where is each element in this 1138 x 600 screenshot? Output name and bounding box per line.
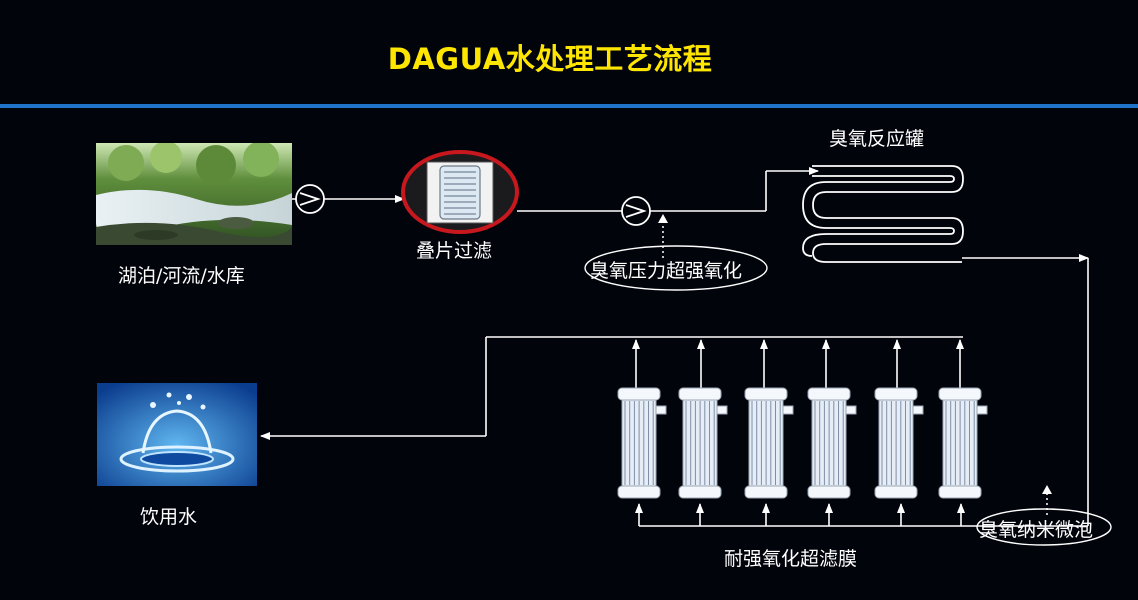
membrane-module-icon <box>744 387 794 499</box>
membrane-module-icon <box>874 387 924 499</box>
pump-icon <box>621 196 651 226</box>
ozone-nano-label: 臭氧纳米微泡 <box>979 519 1094 541</box>
nano-bubble-arrow <box>1042 485 1052 515</box>
pipe-tank-to-membranes <box>639 254 1089 527</box>
page-title: DAGUA水处理工艺流程 <box>387 42 713 76</box>
ozone-tank-label: 臭氧反应罐 <box>829 128 925 150</box>
ozone-injection-arrow <box>658 214 668 258</box>
river-photo <box>96 143 292 245</box>
filter-label: 叠片过滤 <box>416 240 493 262</box>
membrane-module-icon <box>938 387 988 499</box>
membrane-module-icon <box>807 387 857 499</box>
membrane-module-icon <box>678 387 728 499</box>
source-label: 湖泊/河流/水库 <box>118 265 245 287</box>
membrane-module-icon <box>617 387 667 499</box>
serpentine-tank-icon <box>802 165 964 263</box>
water-splash-photo <box>97 383 257 486</box>
pipe-filter-to-tank <box>517 167 819 212</box>
title-divider <box>0 104 1138 108</box>
output-label: 饮用水 <box>140 506 198 528</box>
pump-icon <box>295 184 325 214</box>
pipe-membranes-to-output <box>260 336 963 440</box>
membrane-output-arrows <box>632 339 964 388</box>
membrane-feed-arrows <box>635 503 965 526</box>
filter-cartridge-icon <box>401 150 519 234</box>
membrane-label: 耐强氧化超滤膜 <box>724 548 858 570</box>
ozone-nano-oval <box>976 508 1112 546</box>
ozone-pressure-oval <box>584 245 768 291</box>
ozone-pressure-label: 臭氧压力超强氧化 <box>590 260 743 282</box>
